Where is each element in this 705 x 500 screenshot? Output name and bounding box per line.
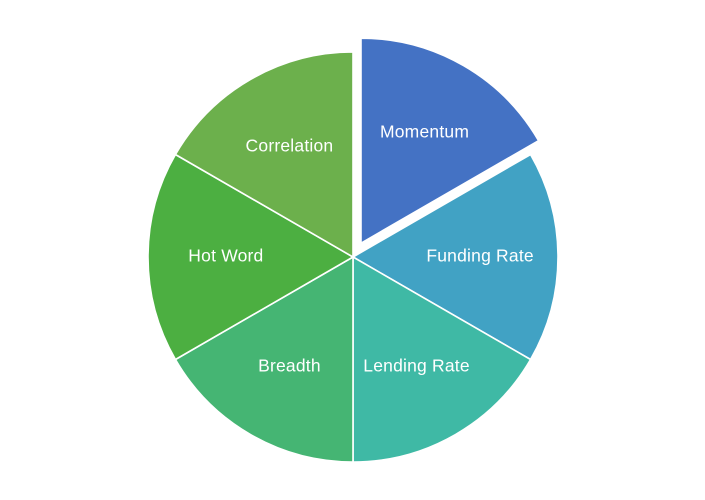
pie-slice-momentum[interactable] <box>360 37 540 244</box>
pie-slice-hot-word[interactable] <box>147 153 354 361</box>
pie-slice-funding-rate[interactable] <box>352 153 559 361</box>
pie-slice-label-funding-rate: Funding Rate <box>426 246 533 266</box>
pie-slices-group <box>147 37 559 463</box>
pie-slice-label-lending-rate: Lending Rate <box>363 356 470 376</box>
pie-slice-breadth[interactable] <box>174 256 354 463</box>
pie-slice-correlation[interactable] <box>174 51 354 258</box>
pie-slice-label-hot-word: Hot Word <box>188 246 263 266</box>
pie-slice-label-correlation: Correlation <box>246 136 334 156</box>
pie-slice-lending-rate[interactable] <box>352 256 532 463</box>
pie-slice-label-breadth: Breadth <box>258 356 321 376</box>
pie-slice-label-momentum: Momentum <box>380 122 469 142</box>
